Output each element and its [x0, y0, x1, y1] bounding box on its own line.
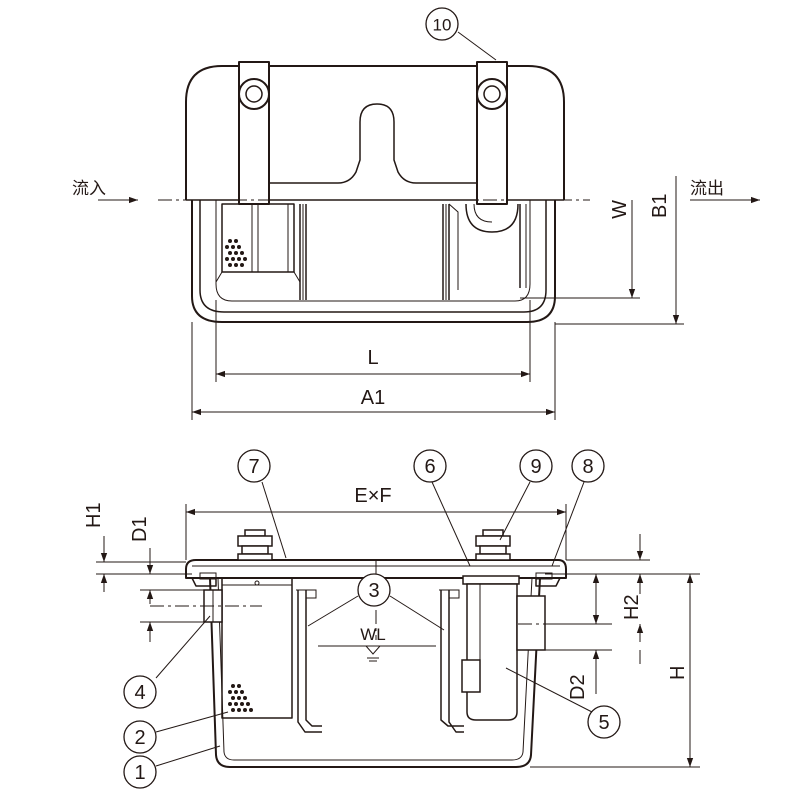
callout-1: 1 — [123, 755, 157, 789]
section-baffle-right — [439, 589, 464, 733]
plan-view: 流入 流出 W B1 L A1 10 — [72, 7, 760, 420]
section-strainer-perforations — [228, 684, 253, 712]
dim-d1-label: D1 — [129, 516, 151, 542]
dim-h-label: H — [667, 666, 689, 680]
svg-text:5: 5 — [598, 712, 609, 734]
plan-body-outer — [191, 200, 556, 323]
water-level: WL — [318, 625, 436, 662]
section-outlet-trap — [461, 575, 546, 721]
svg-text:3: 3 — [368, 580, 379, 602]
section-strainer-basket — [221, 577, 293, 719]
svg-text:6: 6 — [424, 456, 435, 478]
dim-a1-label: A1 — [361, 387, 385, 409]
dim-d2-label: D2 — [567, 674, 589, 700]
plan-lock-band-right — [476, 61, 508, 205]
plan-strainer-perforations — [225, 239, 247, 267]
plan-lid-outline — [185, 65, 565, 200]
callout-7: 7 — [237, 449, 271, 483]
plan-lid-handle-notch — [270, 103, 478, 184]
dim-h2-label: H2 — [621, 594, 643, 620]
inlet-label: 流入 — [72, 179, 106, 198]
svg-text:4: 4 — [134, 682, 145, 704]
section-knob-right — [475, 529, 511, 561]
callout-5: 5 — [587, 705, 621, 739]
plan-baffle-left — [299, 204, 307, 300]
callout-10: 10 — [425, 7, 459, 41]
callout-6: 6 — [413, 449, 447, 483]
dim-w-label: W — [609, 200, 631, 219]
section-body — [209, 577, 541, 768]
outlet-label: 流出 — [690, 179, 724, 198]
plan-lock-band-left — [238, 61, 270, 205]
dim-l-label: L — [367, 347, 378, 369]
svg-text:7: 7 — [248, 456, 259, 478]
section-rim-left — [191, 572, 217, 587]
section-knob-left — [237, 529, 273, 561]
section-rim-right — [535, 572, 561, 587]
callout-9: 9 — [519, 449, 553, 483]
callout-8: 8 — [571, 449, 605, 483]
dim-h1-label: H1 — [83, 502, 105, 528]
svg-text:10: 10 — [433, 16, 452, 35]
svg-text:2: 2 — [134, 727, 145, 749]
section-baffle-left — [296, 589, 322, 733]
plan-strainer-basket — [215, 203, 301, 283]
wl-label: WL — [360, 625, 386, 644]
section-view: WL E×F H1 D1 H2 D2 — [83, 449, 700, 789]
svg-text:9: 9 — [530, 456, 541, 478]
section-body-inner — [217, 577, 533, 761]
svg-text:8: 8 — [582, 456, 593, 478]
callout-3: 3 — [357, 573, 391, 607]
callout-2: 2 — [123, 720, 157, 754]
plan-baffle-right — [442, 203, 459, 300]
dim-exf-label: E×F — [354, 485, 391, 507]
plan-body-inner-2 — [215, 200, 531, 302]
callout-4: 4 — [123, 675, 157, 709]
dim-b1-label: B1 — [649, 194, 671, 218]
svg-text:1: 1 — [134, 762, 145, 784]
plan-body-inner — [199, 200, 547, 313]
plan-outlet-trap — [465, 203, 527, 288]
